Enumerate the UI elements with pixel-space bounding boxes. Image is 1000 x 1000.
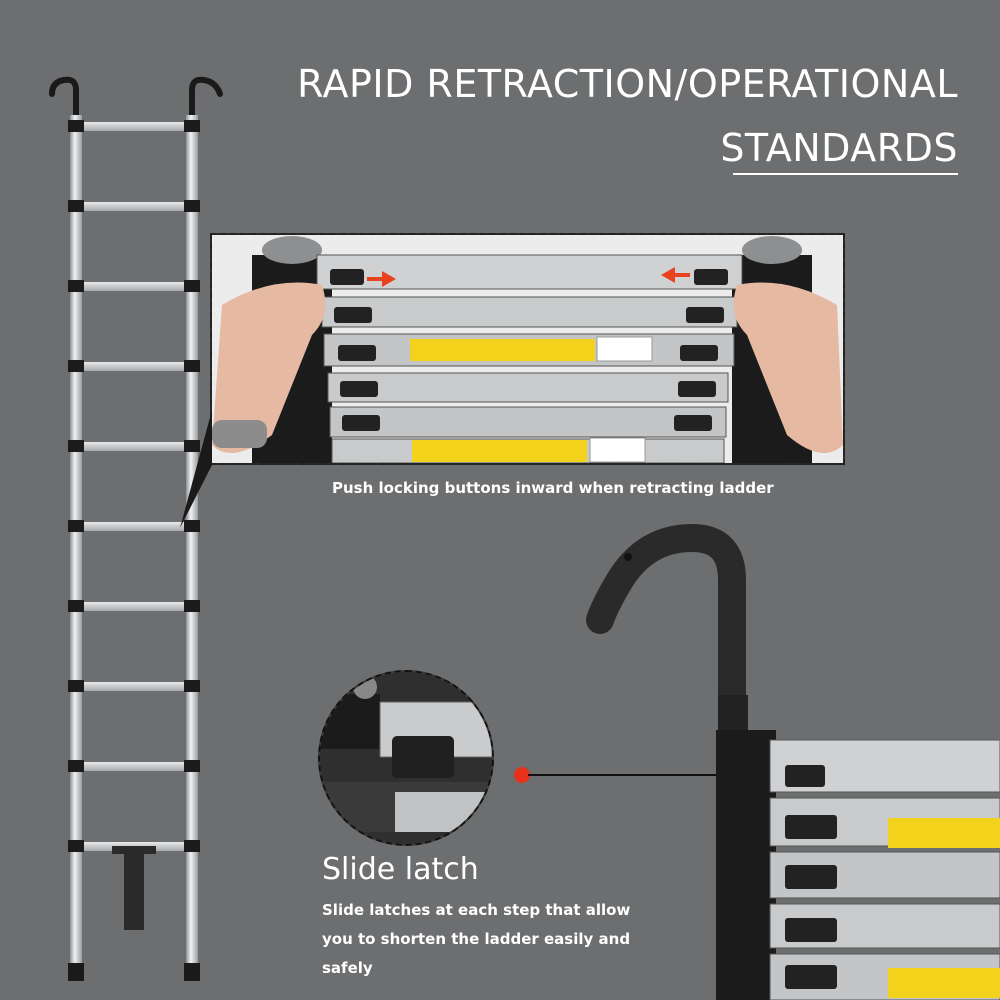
rung-end-cap bbox=[184, 680, 200, 692]
latch-marker-dot bbox=[514, 767, 530, 783]
rung-end-cap bbox=[184, 840, 200, 852]
rung-end-cap bbox=[184, 600, 200, 612]
rung-end-cap bbox=[68, 200, 84, 212]
description-line-2: you to shorten the ladder easily and saf… bbox=[322, 930, 631, 977]
rung-end-cap bbox=[68, 440, 84, 452]
slide-latch-description: Slide latches at each step that allow yo… bbox=[322, 896, 682, 983]
rung-end-cap bbox=[68, 360, 84, 372]
ladder-rung bbox=[76, 602, 192, 611]
ladder-rung bbox=[76, 202, 192, 211]
ladder-rung bbox=[76, 762, 192, 771]
ladder-rung bbox=[76, 442, 192, 451]
ladder-rung bbox=[76, 282, 192, 291]
rung-end-cap bbox=[184, 760, 200, 772]
rung-end-cap bbox=[68, 520, 84, 532]
retraction-caption: Push locking buttons inward when retract… bbox=[332, 479, 774, 497]
latch-pointer-line bbox=[528, 774, 801, 776]
rung-end-cap bbox=[184, 520, 200, 532]
page-title: RAPID RETRACTION/OPERATIONAL STANDARDS bbox=[238, 52, 958, 180]
retraction-illustration bbox=[212, 235, 843, 463]
rung-end-cap bbox=[184, 200, 200, 212]
rung-end-cap bbox=[68, 280, 84, 292]
description-line-1: Slide latches at each step that allow bbox=[322, 901, 631, 919]
title-line-1: RAPID RETRACTION/OPERATIONAL bbox=[297, 62, 958, 106]
slide-latch-closeup bbox=[318, 670, 494, 846]
retraction-inset-photo bbox=[210, 233, 845, 465]
telescopic-ladder-image bbox=[49, 76, 223, 981]
ladder-rung bbox=[76, 122, 192, 131]
ladder-rung bbox=[76, 362, 192, 371]
title-underline bbox=[733, 173, 958, 175]
rung-end-cap bbox=[184, 280, 200, 292]
rung-end-cap bbox=[68, 840, 84, 852]
slide-latch-title: Slide latch bbox=[322, 852, 479, 887]
title-line-2: STANDARDS bbox=[720, 126, 958, 170]
rung-end-cap bbox=[184, 440, 200, 452]
rung-end-cap bbox=[184, 120, 200, 132]
ladder-rung bbox=[76, 522, 192, 531]
hook-ladder-photo bbox=[586, 523, 1000, 1000]
rung-end-cap bbox=[68, 120, 84, 132]
rung-end-cap bbox=[68, 760, 84, 772]
rung-end-cap bbox=[68, 600, 84, 612]
rung-end-cap bbox=[184, 360, 200, 372]
ladder-rung bbox=[76, 682, 192, 691]
latch-closeup-illustration bbox=[320, 672, 492, 844]
rung-end-cap bbox=[68, 680, 84, 692]
